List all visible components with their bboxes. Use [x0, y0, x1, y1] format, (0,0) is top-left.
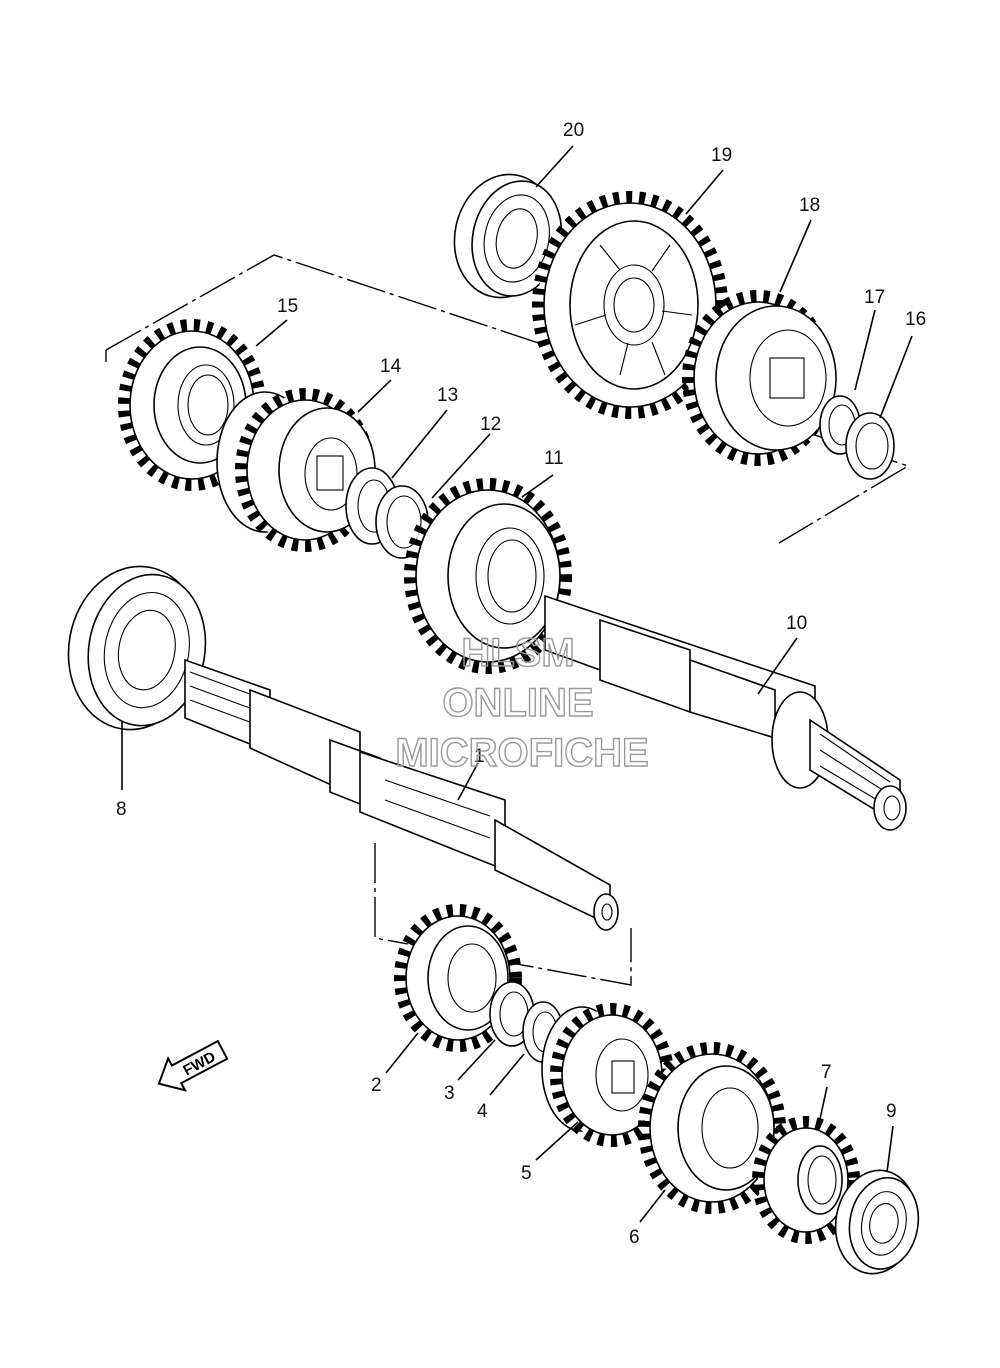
part-16-circlip — [845, 412, 895, 480]
watermark-line-2: ONLINE — [442, 681, 593, 725]
part-5-gear — [541, 1003, 674, 1147]
watermark-line-3: MICROFICHE — [395, 731, 648, 775]
callout-11: 11 — [544, 448, 564, 469]
part-9-bearing — [834, 1169, 920, 1275]
part-1-main-shaft — [184, 658, 619, 931]
arrow-left-icon — [157, 1039, 229, 1092]
callout-3: 3 — [444, 1083, 455, 1104]
callout-2: 2 — [371, 1075, 382, 1096]
callout-5: 5 — [521, 1163, 532, 1184]
callout-7: 7 — [821, 1062, 832, 1083]
leader-lines — [121, 145, 913, 1223]
callout-8: 8 — [116, 799, 127, 820]
callout-6: 6 — [629, 1227, 640, 1248]
callout-18: 18 — [799, 195, 820, 216]
callout-13: 13 — [437, 385, 458, 406]
callout-17: 17 — [864, 287, 885, 308]
part-18-gear — [682, 290, 837, 466]
callout-1: 1 — [474, 746, 485, 767]
part-10-drive-shaft — [544, 594, 907, 831]
part-7-gear — [752, 1116, 860, 1244]
callout-9: 9 — [886, 1101, 897, 1122]
callout-20: 20 — [563, 120, 584, 141]
callout-15: 15 — [277, 296, 298, 317]
watermark: HLSM ONLINE MICROFICHE — [395, 630, 650, 775]
callout-14: 14 — [380, 356, 402, 377]
fwd-direction-marker: FWD — [157, 1039, 229, 1092]
part-14-gear — [216, 388, 376, 552]
callout-12: 12 — [480, 414, 501, 435]
callout-4: 4 — [477, 1101, 488, 1122]
callout-labels: 1 2 3 4 5 6 7 8 9 10 11 12 13 14 15 16 1… — [116, 120, 926, 1248]
callout-10: 10 — [786, 613, 807, 634]
upper-group-outline — [105, 254, 910, 544]
callout-16: 16 — [905, 309, 926, 330]
part-11-gear — [404, 478, 572, 674]
part-2-gear — [394, 904, 522, 1052]
part-19-gear — [532, 191, 728, 419]
callout-19: 19 — [711, 145, 732, 166]
watermark-line-1: HLSM — [461, 631, 574, 675]
part-8-bearing — [67, 565, 207, 731]
part-20-bearing — [453, 173, 563, 299]
